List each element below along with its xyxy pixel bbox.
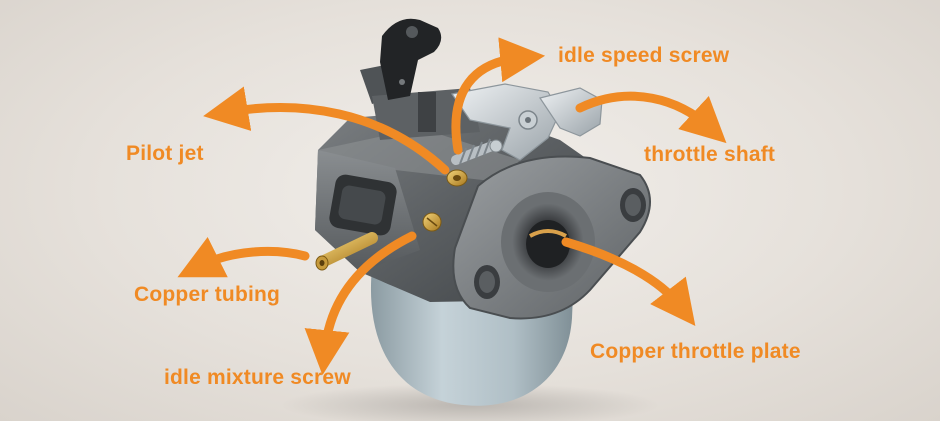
choke-lever [380, 18, 442, 100]
label-pilot-jet: Pilot jet [126, 142, 204, 165]
callout-arrows [177, 37, 727, 376]
arrow-copper-throttle-plate [561, 237, 696, 326]
copper-tubing [315, 232, 378, 271]
label-copper-throttle-plate: Copper throttle plate [590, 340, 801, 363]
label-throttle-shaft: throttle shaft [644, 143, 776, 166]
arrow-throttle-shaft [575, 91, 727, 144]
arrow-idle-speed-screw [451, 37, 546, 155]
throttle-lever [450, 83, 603, 161]
arrow-idle-mixture-screw [304, 231, 417, 376]
idle-speed-screw [451, 138, 503, 165]
label-idle-speed-screw: idle speed screw [558, 44, 730, 67]
label-idle-mixture-screw: idle mixture screw [164, 366, 351, 389]
arrow-pilot-jet [203, 86, 450, 175]
pilot-jet [446, 169, 468, 187]
intake-flange [452, 155, 651, 320]
arrow-copper-tubing [177, 237, 310, 278]
idle-mixture-screw [422, 212, 442, 232]
label-copper-tubing: Copper tubing [134, 283, 281, 306]
